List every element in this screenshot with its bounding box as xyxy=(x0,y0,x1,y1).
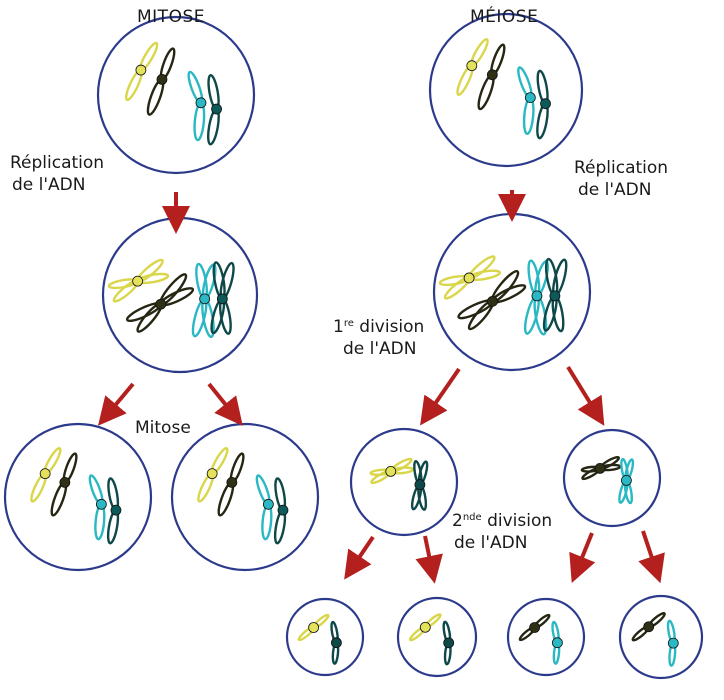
chromosome-right xyxy=(551,620,563,665)
second-division-number: 2 xyxy=(452,511,463,531)
chromosome-left xyxy=(518,613,551,642)
chromatid-pair-yellow xyxy=(107,258,170,303)
meiosis-replication-label: Réplication de l'ADN xyxy=(574,157,668,201)
chromatid-pair-right xyxy=(618,457,635,505)
chromosome-left xyxy=(297,613,330,642)
chromosome-left xyxy=(408,613,442,642)
first-division-text: division xyxy=(353,317,425,337)
chromosome-cyan xyxy=(517,66,536,136)
meiosis-gamete-2 xyxy=(396,596,478,678)
mitosis-daughter-cell-right xyxy=(170,422,320,572)
chromosome-cyan xyxy=(88,474,107,541)
meiosis-division1-cell-left xyxy=(349,427,459,537)
chromatid-pair-left xyxy=(580,455,622,481)
chromatid-pair-right xyxy=(410,460,429,511)
arrow-meiosis-div1-left xyxy=(420,367,461,426)
chromosome-dark xyxy=(217,452,245,517)
second-division-text: division xyxy=(481,511,553,531)
meiosis-gamete-3 xyxy=(506,597,586,677)
first-division-number: 1 xyxy=(333,317,344,337)
chromatid-pair-dark xyxy=(457,269,527,331)
chromosome-dark xyxy=(50,452,78,517)
chromosome-teal xyxy=(206,73,222,146)
meiosis-replicated-cell xyxy=(432,212,592,372)
mitosis-daughter-cell-left xyxy=(3,422,153,572)
second-division-suffix: nde xyxy=(462,512,482,523)
chromosome-left xyxy=(631,612,666,642)
mitosis-division-label: Mitose xyxy=(135,418,191,438)
meiosis-parent-cell xyxy=(428,12,584,168)
meiosis-title: MÉIOSE xyxy=(470,7,539,27)
arrow-meiosis-div1-right xyxy=(566,365,605,426)
arrow-mitosis-left xyxy=(98,382,135,426)
mitosis-replication-line2: de l'ADN xyxy=(12,175,86,195)
arrow-meiosis-div2-d xyxy=(638,530,665,584)
arrow-mitosis-right xyxy=(207,382,243,426)
first-division-suffix: re xyxy=(343,318,354,329)
chromatid-pair-yellow xyxy=(438,255,502,300)
chromatid-pair-teal xyxy=(210,261,235,335)
first-division-line2: de l'ADN xyxy=(343,339,417,359)
arrow-meiosis-div2-a xyxy=(344,535,375,580)
chromatid-pair-teal xyxy=(542,257,568,333)
chromosome-yellow xyxy=(456,38,489,96)
chromosome-yellow xyxy=(124,41,159,102)
meiosis-gamete-4 xyxy=(618,594,704,680)
arrow-meiosis-div2-b xyxy=(415,535,443,584)
chromosome-dark xyxy=(477,43,506,111)
mitosis-replicated-cell xyxy=(101,216,259,374)
chromosome-right xyxy=(442,620,455,666)
mitosis-replication-line1: Réplication xyxy=(10,153,105,173)
mitosis-title: MITOSE xyxy=(137,7,205,27)
chromosome-teal xyxy=(273,477,289,545)
chromosome-yellow xyxy=(197,447,229,503)
arrow-meiosis-div2-c xyxy=(569,532,596,583)
chromosome-cyan xyxy=(255,474,274,541)
chromosome-right xyxy=(330,620,342,665)
meiosis-replication-line2: de l'ADN xyxy=(578,180,652,200)
chromatid-pair-left xyxy=(369,457,415,485)
mitosis-replication-label: Réplication de l'ADN xyxy=(10,152,104,196)
meiosis-gamete-1 xyxy=(285,597,365,677)
meiosis-division1-cell-right xyxy=(562,428,662,528)
second-division-line2: de l'ADN xyxy=(454,533,528,553)
mitosis-parent-cell xyxy=(96,15,256,175)
chromosome-teal xyxy=(106,477,122,545)
chromosome-dark xyxy=(146,47,176,116)
chromosome-yellow xyxy=(30,447,62,503)
chromosome-cyan xyxy=(187,70,207,142)
meiosis-first-division-label: 1re division de l'ADN xyxy=(333,316,424,360)
chromosome-teal xyxy=(536,69,551,140)
chromosome-right xyxy=(666,619,679,667)
chromatid-pair-dark xyxy=(125,273,195,333)
meiosis-second-division-label: 2nde division de l'ADN xyxy=(452,510,552,554)
meiosis-replication-line1: Réplication xyxy=(574,158,669,178)
chromatid-pair-cyan xyxy=(191,262,217,339)
